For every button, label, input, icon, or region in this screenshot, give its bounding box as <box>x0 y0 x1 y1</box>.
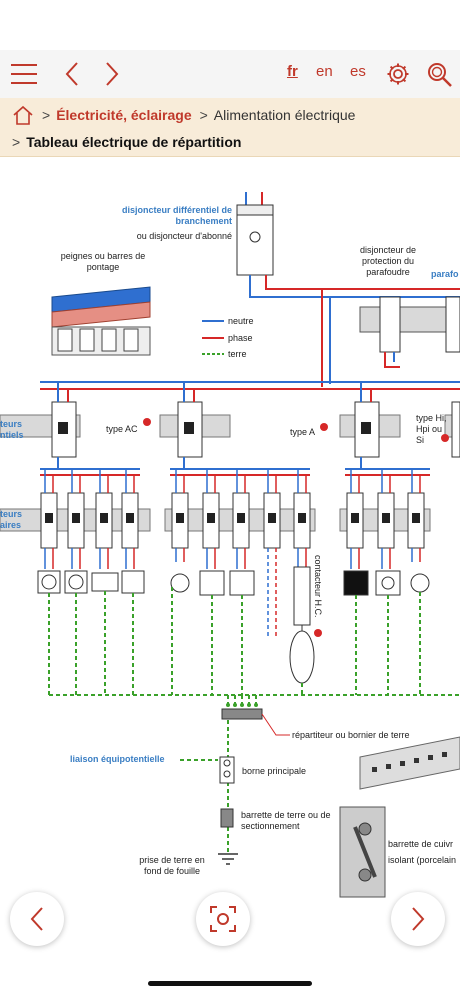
search-icon[interactable] <box>427 62 453 88</box>
label-liaison: liaison équipotentielle <box>70 754 165 764</box>
forward-chevron-icon[interactable] <box>104 61 120 87</box>
chevron-right-icon <box>412 907 425 931</box>
label-type-hi: type Hi, Hpi ou Si <box>416 413 447 445</box>
home-indicator[interactable] <box>148 981 312 986</box>
legend-terre: terre <box>228 349 247 359</box>
breadcrumb: > Électricité, éclairage > Alimentation … <box>0 98 460 157</box>
page-title: Tableau électrique de répartition <box>26 134 242 150</box>
breadcrumb-subcategory[interactable]: Alimentation électrique <box>213 107 356 123</box>
lang-es[interactable]: es <box>350 63 366 80</box>
label-disjoncteur-differentiel: disjoncteur différentiel de branchement <box>121 205 232 226</box>
breadcrumb-separator: > <box>12 134 21 150</box>
hamburger-icon[interactable] <box>10 62 38 86</box>
lang-fr[interactable]: fr <box>287 63 298 80</box>
label-prise-terre: prise de terre en fond de fouille <box>139 855 205 876</box>
label-barrette-cuivre: barrette de cuivr <box>388 839 454 849</box>
label-disjoncteur-abonne: ou disjoncteur d'abonné <box>136 231 232 241</box>
label-parafoudre-protection: disjoncteur de protection du parafoudre <box>359 245 417 277</box>
next-button[interactable] <box>391 892 445 946</box>
label-parafoudre: parafo <box>431 269 459 279</box>
camera-focus-icon <box>210 906 236 932</box>
gear-icon[interactable] <box>386 62 410 86</box>
label-type-ac: type AC <box>106 424 138 434</box>
label-peignes: peignes ou barres de pontage <box>60 251 146 272</box>
label-isolant: isolant (porcelain <box>388 855 457 865</box>
legend-neutre: neutre <box>228 316 254 326</box>
breadcrumb-separator: > <box>42 107 51 123</box>
home-icon[interactable] <box>12 105 34 125</box>
chevron-left-icon <box>30 907 43 931</box>
label-contacteur: contacteur H.C. <box>313 555 323 618</box>
previous-button[interactable] <box>10 892 64 946</box>
label-barrette: barrette de terre ou de sectionnement <box>241 810 331 831</box>
lang-en[interactable]: en <box>316 63 333 80</box>
electrical-panel-diagram: disjoncteur différentiel de branchement … <box>0 157 460 977</box>
legend-phase: phase <box>228 333 253 343</box>
breadcrumb-category[interactable]: Électricité, éclairage <box>56 107 192 123</box>
label-interrupteurs-differentiels: teurs ntiels <box>0 419 24 440</box>
breadcrumb-separator: > <box>199 107 208 123</box>
label-repartiteur: répartiteur ou bornier de terre <box>292 730 410 740</box>
label-disjoncteurs-divisionnaires: teurs aires <box>0 509 23 530</box>
label-borne: borne principale <box>242 766 307 776</box>
capture-button[interactable] <box>196 892 250 946</box>
toolbar: fr en es <box>0 50 460 99</box>
diagram-drawing <box>0 192 460 898</box>
label-type-a: type A <box>290 427 316 437</box>
back-chevron-icon[interactable] <box>64 61 80 87</box>
